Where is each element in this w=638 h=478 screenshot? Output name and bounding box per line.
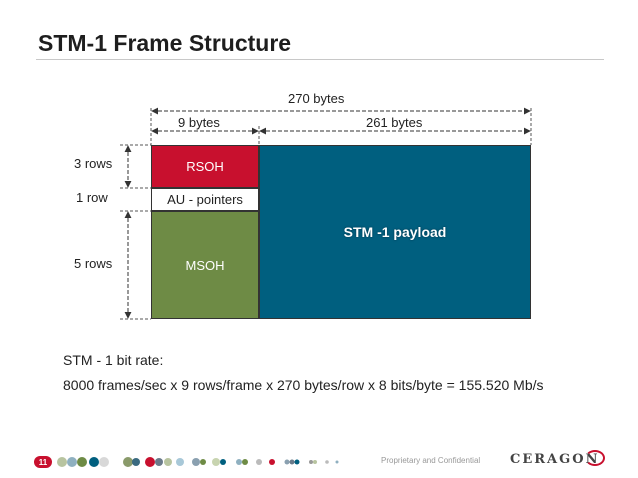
ceragon-logo: CERAGON — [510, 452, 600, 467]
stm1-payload-block: STM -1 payload — [259, 145, 531, 319]
footer-dots-decoration — [57, 457, 339, 467]
label-9-bytes: 9 bytes — [178, 115, 220, 130]
page-number: 11 — [34, 456, 52, 468]
au-pointers-block: AU - pointers — [151, 188, 259, 211]
label-1-row: 1 row — [76, 190, 108, 205]
label-3-rows: 3 rows — [74, 156, 113, 171]
bit-rate-heading: STM - 1 bit rate: — [63, 352, 164, 368]
confidentiality-notice: Proprietary and Confidential — [381, 456, 481, 465]
label-5-rows: 5 rows — [74, 256, 113, 271]
label-261-bytes: 261 bytes — [366, 115, 423, 130]
msoh-block: MSOH — [151, 211, 259, 319]
bit-rate-equation: 8000 frames/sec x 9 rows/frame x 270 byt… — [63, 377, 544, 393]
title-divider — [36, 59, 604, 60]
slide-title: STM-1 Frame Structure — [38, 30, 292, 56]
rsoh-block: RSOH — [151, 145, 259, 188]
label-270-bytes: 270 bytes — [288, 91, 345, 106]
logo-swoosh-icon — [585, 450, 605, 466]
